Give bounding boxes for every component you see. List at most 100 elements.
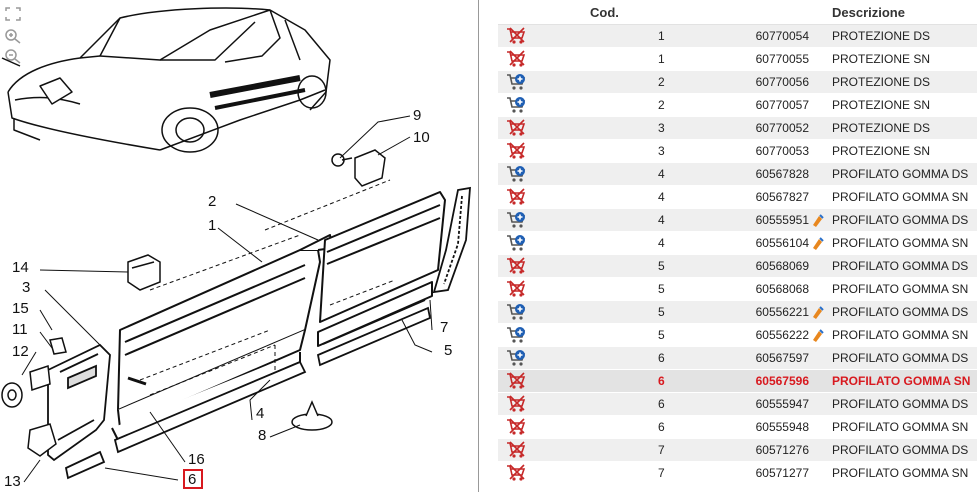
part-code[interactable]: 60770054 bbox=[755, 29, 809, 43]
callout-13[interactable]: 13 bbox=[4, 473, 21, 490]
part-code[interactable]: 60568068 bbox=[755, 282, 809, 296]
callout-2[interactable]: 2 bbox=[208, 193, 216, 210]
callout-15[interactable]: 15 bbox=[12, 300, 29, 317]
part-description: PROFILATO GOMMA DS bbox=[824, 162, 977, 186]
cart-remove-icon[interactable] bbox=[506, 119, 526, 137]
replacement-note-icon[interactable] bbox=[811, 237, 824, 251]
callout-9[interactable]: 9 bbox=[413, 107, 421, 124]
part-code[interactable]: 60571276 bbox=[755, 443, 809, 457]
cart-remove-icon[interactable] bbox=[506, 441, 526, 459]
part-code[interactable]: 60770055 bbox=[755, 52, 809, 66]
ref-number: 7 bbox=[658, 443, 665, 457]
cart-add-icon[interactable] bbox=[506, 165, 526, 183]
part-code[interactable]: 60556222 bbox=[755, 327, 809, 342]
cart-remove-icon[interactable] bbox=[506, 257, 526, 275]
part-code[interactable]: 60567828 bbox=[755, 167, 809, 181]
callout-8[interactable]: 8 bbox=[258, 427, 266, 444]
cart-remove-icon[interactable] bbox=[506, 464, 526, 482]
part-code[interactable]: 60770057 bbox=[755, 98, 809, 112]
part-code[interactable]: 60567827 bbox=[755, 190, 809, 204]
part-code[interactable]: 60568069 bbox=[755, 259, 809, 273]
table-row[interactable]: 7 60571276 PROFILATO GOMMA DS bbox=[498, 438, 977, 462]
callout-12[interactable]: 12 bbox=[12, 343, 29, 360]
part-code[interactable]: 60770056 bbox=[755, 75, 809, 89]
part-description: PROTEZIONE SN bbox=[824, 47, 977, 71]
cart-remove-icon[interactable] bbox=[506, 372, 526, 390]
replacement-note-icon[interactable] bbox=[811, 214, 824, 228]
clip-10 bbox=[354, 149, 386, 187]
header-cod: Cod. bbox=[590, 4, 619, 20]
callout-1[interactable]: 1 bbox=[208, 217, 216, 234]
cart-add-icon[interactable] bbox=[506, 326, 526, 344]
cart-remove-icon[interactable] bbox=[506, 418, 526, 436]
callout-3[interactable]: 3 bbox=[22, 279, 30, 296]
part-code[interactable]: 60555948 bbox=[755, 420, 809, 434]
zoom-in-icon[interactable] bbox=[4, 28, 22, 44]
cart-remove-icon[interactable] bbox=[506, 395, 526, 413]
part-description: PROFILATO GOMMA DS bbox=[824, 438, 977, 462]
part-code[interactable]: 60555947 bbox=[755, 397, 809, 411]
header-descrizione: Descrizione bbox=[832, 4, 905, 20]
callout-5[interactable]: 5 bbox=[444, 342, 452, 359]
callout-10[interactable]: 10 bbox=[413, 129, 430, 146]
cart-add-icon[interactable] bbox=[506, 96, 526, 114]
callout-4[interactable]: 4 bbox=[256, 405, 264, 422]
ref-number: 6 bbox=[658, 420, 665, 434]
part-code[interactable]: 60770052 bbox=[755, 121, 809, 135]
cart-remove-icon[interactable] bbox=[506, 188, 526, 206]
fullscreen-icon[interactable] bbox=[4, 6, 22, 22]
ref-number: 6 bbox=[658, 351, 665, 365]
cart-remove-icon[interactable] bbox=[506, 27, 526, 45]
part-code[interactable]: 60567597 bbox=[755, 351, 809, 365]
part-code[interactable]: 60770053 bbox=[755, 144, 809, 158]
callout-7[interactable]: 7 bbox=[440, 319, 448, 336]
replacement-note-icon[interactable] bbox=[811, 329, 824, 343]
callout-16[interactable]: 16 bbox=[188, 451, 205, 468]
callout-14[interactable]: 14 bbox=[12, 259, 29, 276]
part-description: PROFILATO GOMMA DS bbox=[824, 254, 977, 278]
clip-13 bbox=[27, 423, 57, 457]
exploded-diagram[interactable]: 1 2 3 4 5 6 7 8 9 10 11 12 13 14 15 16 bbox=[0, 0, 479, 492]
part-code[interactable]: 60556221 bbox=[755, 304, 809, 319]
callout-6[interactable]: 6 bbox=[188, 471, 196, 488]
cart-remove-icon[interactable] bbox=[506, 280, 526, 298]
part-code[interactable]: 60571277 bbox=[755, 466, 809, 480]
cart-add-icon[interactable] bbox=[506, 73, 526, 91]
zoom-out-icon[interactable] bbox=[4, 48, 22, 64]
part-description: PROTEZIONE DS bbox=[824, 70, 977, 94]
part-description: PROFILATO GOMMA SN bbox=[824, 277, 977, 301]
part-code[interactable]: 60567596 bbox=[755, 374, 809, 388]
part-description: PROFILATO GOMMA SN bbox=[824, 231, 977, 255]
cart-add-icon[interactable] bbox=[506, 211, 526, 229]
part-code[interactable]: 60556104 bbox=[755, 235, 809, 250]
cart-remove-icon[interactable] bbox=[506, 50, 526, 68]
part-code[interactable]: 60555951 bbox=[755, 212, 809, 227]
ref-number: 4 bbox=[658, 190, 665, 204]
cart-add-icon[interactable] bbox=[506, 303, 526, 321]
callout-11[interactable]: 11 bbox=[12, 321, 28, 338]
clip-11 bbox=[49, 337, 67, 355]
replacement-note-icon[interactable] bbox=[811, 306, 824, 320]
cart-add-icon[interactable] bbox=[506, 234, 526, 252]
cart-remove-icon[interactable] bbox=[506, 142, 526, 160]
cart-add-icon[interactable] bbox=[506, 349, 526, 367]
